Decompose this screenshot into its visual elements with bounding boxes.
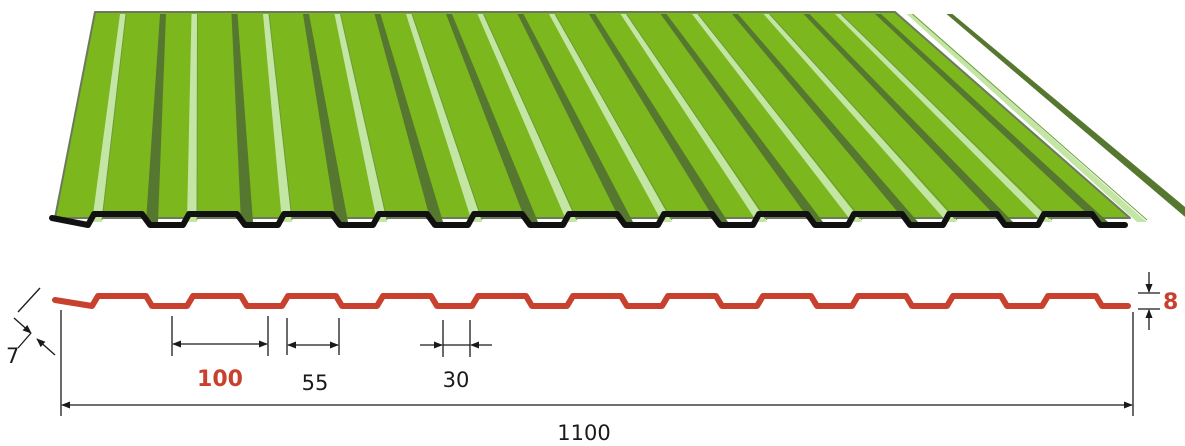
sheet-rib-edge xyxy=(411,13,483,221)
sheet-rib-shadow xyxy=(446,14,538,222)
sheet-rib-edge xyxy=(483,13,578,221)
sheet-rib-shadow xyxy=(946,14,1185,217)
sheet-rib-edge xyxy=(196,13,198,221)
sheet-rib-highlight xyxy=(763,14,957,222)
sheet-rib-highlight xyxy=(334,14,387,222)
total-width-label: 1100 xyxy=(557,421,610,445)
profile-line xyxy=(52,293,1131,309)
corrugated-sheet-illustration xyxy=(49,11,1185,228)
sheet-rib-highlight xyxy=(549,14,672,222)
sheet-rib-shadow xyxy=(589,14,728,222)
sheet-rib-edge xyxy=(101,13,127,221)
sheet-rib-shadow xyxy=(517,14,633,222)
sheet-rib-edge xyxy=(697,13,863,221)
sheet-rib-highlight xyxy=(835,14,1052,222)
sheet-rib-highlight xyxy=(906,14,1147,222)
sheet-rib-edge xyxy=(769,13,958,221)
pitch-label: 100 xyxy=(197,367,243,392)
sheet-rib-shadow xyxy=(660,14,823,222)
sheet-rib-edge xyxy=(340,13,388,221)
height-label: 8 xyxy=(1163,290,1178,315)
sheet-rib-highlight xyxy=(620,14,767,222)
edge-arrow-2 xyxy=(36,338,56,356)
crest-width-label: 55 xyxy=(302,371,329,395)
sheet-rib-highlight xyxy=(187,14,198,222)
dimension-lines xyxy=(13,272,1160,416)
sheet-rib-highlight xyxy=(692,14,862,222)
edge-leader xyxy=(17,332,32,349)
sheet-rib-highlight xyxy=(92,14,126,222)
sheet-rib-shadow xyxy=(303,14,348,222)
sheet-rib-highlight xyxy=(406,14,482,222)
sheet-rib-shadow xyxy=(146,14,166,222)
sheet-rib-shadow xyxy=(231,14,253,222)
sheet-rib-edge xyxy=(840,13,1053,221)
sheet-rib-highlight xyxy=(477,14,577,222)
sheet-front-edge xyxy=(49,211,1128,228)
sheet-rib-shadow xyxy=(803,14,1013,222)
profile-cross-section xyxy=(52,293,1131,309)
sheet-rib-shadow xyxy=(732,14,918,222)
sheet-rib-highlight xyxy=(263,14,292,222)
trough-width-label: 30 xyxy=(443,368,470,392)
edge-label: 7 xyxy=(6,344,19,368)
edge-arrow-1 xyxy=(13,317,32,334)
sheet-rib-shadow xyxy=(875,14,1108,222)
sheet-rib-edge xyxy=(626,13,768,221)
sheet-rib-edge xyxy=(912,13,1148,221)
edge-ext-line xyxy=(17,287,41,313)
sheet-rib-shadow xyxy=(374,14,443,222)
sheet-rib-edge xyxy=(554,13,673,221)
sheet-rib-edge xyxy=(268,13,293,221)
